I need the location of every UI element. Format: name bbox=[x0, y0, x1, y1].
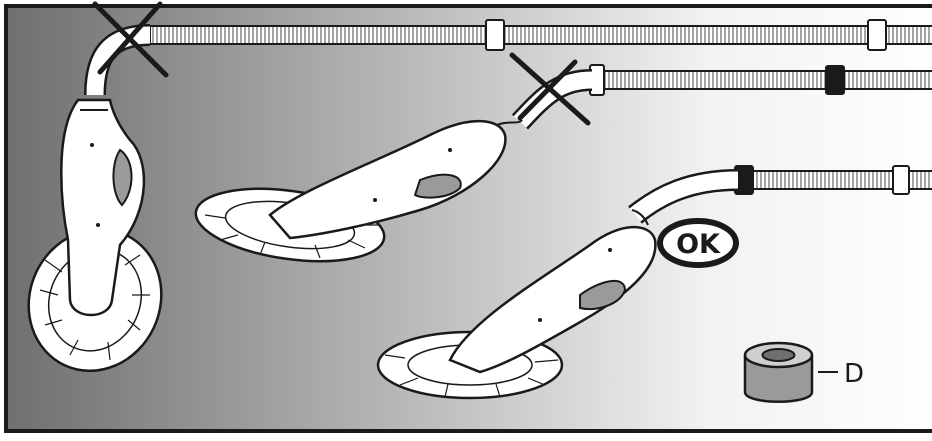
pool-cleaner-1 bbox=[27, 98, 163, 373]
incorrect-cross-mark-2 bbox=[509, 52, 591, 126]
pool-cleaner-3 bbox=[376, 209, 657, 400]
hose-1 bbox=[84, 19, 932, 96]
ok-badge-label: OK bbox=[676, 229, 721, 260]
pool-cleaner-2 bbox=[194, 119, 523, 263]
hose-3 bbox=[628, 165, 932, 224]
incorrect-cross-mark-1 bbox=[92, 1, 169, 78]
part-d-label: D bbox=[844, 359, 864, 389]
part-d-ring bbox=[743, 341, 814, 403]
ok-badge: OK bbox=[657, 218, 739, 268]
